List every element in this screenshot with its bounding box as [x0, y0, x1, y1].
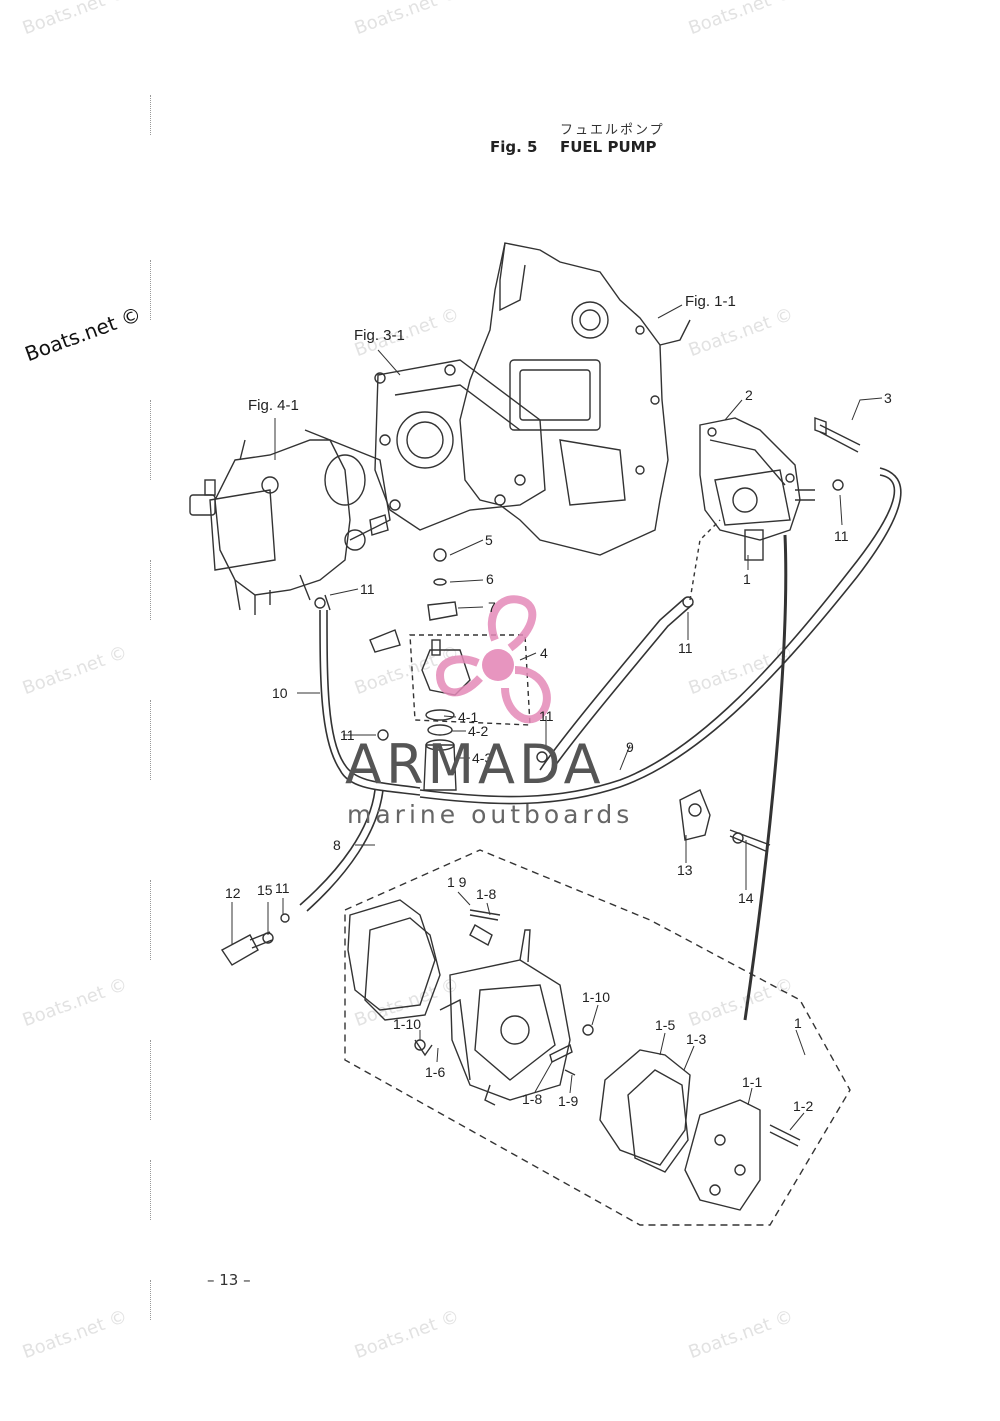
part-label: 12 — [225, 885, 241, 901]
part-label: 1-8 — [522, 1091, 542, 1107]
part-label: 7 — [488, 599, 496, 615]
part-label: 13 — [677, 862, 693, 878]
hose-clamp — [682, 596, 694, 608]
part-label: 14 — [738, 890, 754, 906]
brand-logo-propeller — [435, 595, 551, 724]
brand-name: ARMADA — [345, 733, 605, 796]
margin-rule — [150, 400, 151, 480]
figure-number: Fig. 5 — [490, 138, 538, 156]
bolt — [814, 417, 861, 453]
part-label: 4-2 — [468, 723, 488, 739]
fuel-hose — [299, 789, 384, 912]
carburetor — [189, 429, 391, 615]
part-label: 11 — [678, 640, 693, 656]
part-label: 11 — [275, 880, 290, 896]
margin-rule — [150, 1280, 151, 1320]
part-label: 1 — [743, 571, 751, 587]
fuel-hose — [326, 609, 421, 789]
part-label: 6 — [486, 571, 494, 587]
pump-diaphragm — [347, 899, 441, 1021]
part-label: 5 — [485, 532, 493, 548]
part-label: 10 — [272, 685, 288, 701]
fuel-hose — [419, 474, 896, 798]
margin-rule — [150, 700, 151, 780]
bracket — [679, 789, 771, 853]
margin-rule — [150, 560, 151, 620]
part-label: 1-10 — [582, 989, 610, 1005]
part-label: 11 — [340, 727, 355, 743]
label-group: Fig. 1-1 Fig. 3-1 Fig. 4-1 2 3 1 11 11 5… — [225, 293, 892, 1114]
pump-cover — [684, 1099, 801, 1211]
hose-clamp — [377, 729, 389, 741]
leader-lines — [231, 304, 883, 1131]
margin-rule — [150, 880, 151, 960]
part-label: 15 — [257, 882, 273, 898]
part-label: 4-1 — [458, 709, 478, 725]
pump-gasket — [599, 1049, 691, 1173]
part-label: 1-10 — [393, 1016, 421, 1032]
group-outline — [409, 634, 531, 726]
part-label: 4 — [540, 645, 548, 661]
page-number: – 13 – — [207, 1271, 251, 1289]
margin-rule — [150, 95, 151, 135]
part-label: 4-3 — [472, 750, 492, 766]
intake-manifold — [374, 359, 546, 531]
part-label: 11 — [360, 581, 375, 597]
check-valves — [414, 909, 594, 1076]
part-label: 8 — [333, 837, 341, 853]
fuel-hose — [689, 519, 721, 601]
part-label: 1 — [794, 1015, 802, 1031]
pump-body — [414, 929, 571, 1106]
fuel-hose — [419, 467, 902, 805]
fuel-pump — [699, 417, 815, 561]
part-label: 1-3 — [686, 1031, 706, 1047]
part-label: 1-9 — [558, 1093, 578, 1109]
part-label: 1-6 — [425, 1064, 445, 1080]
part-label: 3 — [884, 390, 892, 406]
part-label: 1-1 — [742, 1074, 762, 1090]
engine-block — [459, 242, 691, 556]
fuel-hose — [547, 603, 694, 777]
part-label: 1 9 — [447, 874, 467, 890]
group-outline — [344, 849, 851, 1226]
part-label: 1-5 — [655, 1017, 675, 1033]
brand-tagline: marine outboards — [347, 800, 634, 829]
part-label: 1-8 — [476, 886, 496, 902]
fuel-hose — [539, 597, 686, 771]
part-label: 11 — [539, 708, 554, 724]
hose-clamp — [314, 597, 326, 609]
margin-rule — [150, 1040, 151, 1120]
figure-ref: Fig. 1-1 — [685, 293, 736, 310]
japanese-title: フュエルポンプ — [560, 123, 665, 138]
margin-rule — [150, 260, 151, 320]
figure-ref: Fig. 4-1 — [248, 397, 299, 414]
part-label: 11 — [834, 528, 849, 544]
part-label: 2 — [745, 387, 753, 403]
hose-clamp — [832, 479, 844, 491]
figure-ref: Fig. 3-1 — [354, 327, 405, 344]
fitting — [220, 913, 290, 966]
margin-rule — [150, 1160, 151, 1220]
part-label: 1-2 — [793, 1098, 813, 1114]
figure-title: FUEL PUMP — [560, 138, 657, 156]
pulse-hose — [743, 534, 788, 1021]
brand-logo-hub — [482, 649, 514, 681]
part-label: 9 — [626, 739, 634, 755]
hose-clamp — [536, 751, 548, 763]
